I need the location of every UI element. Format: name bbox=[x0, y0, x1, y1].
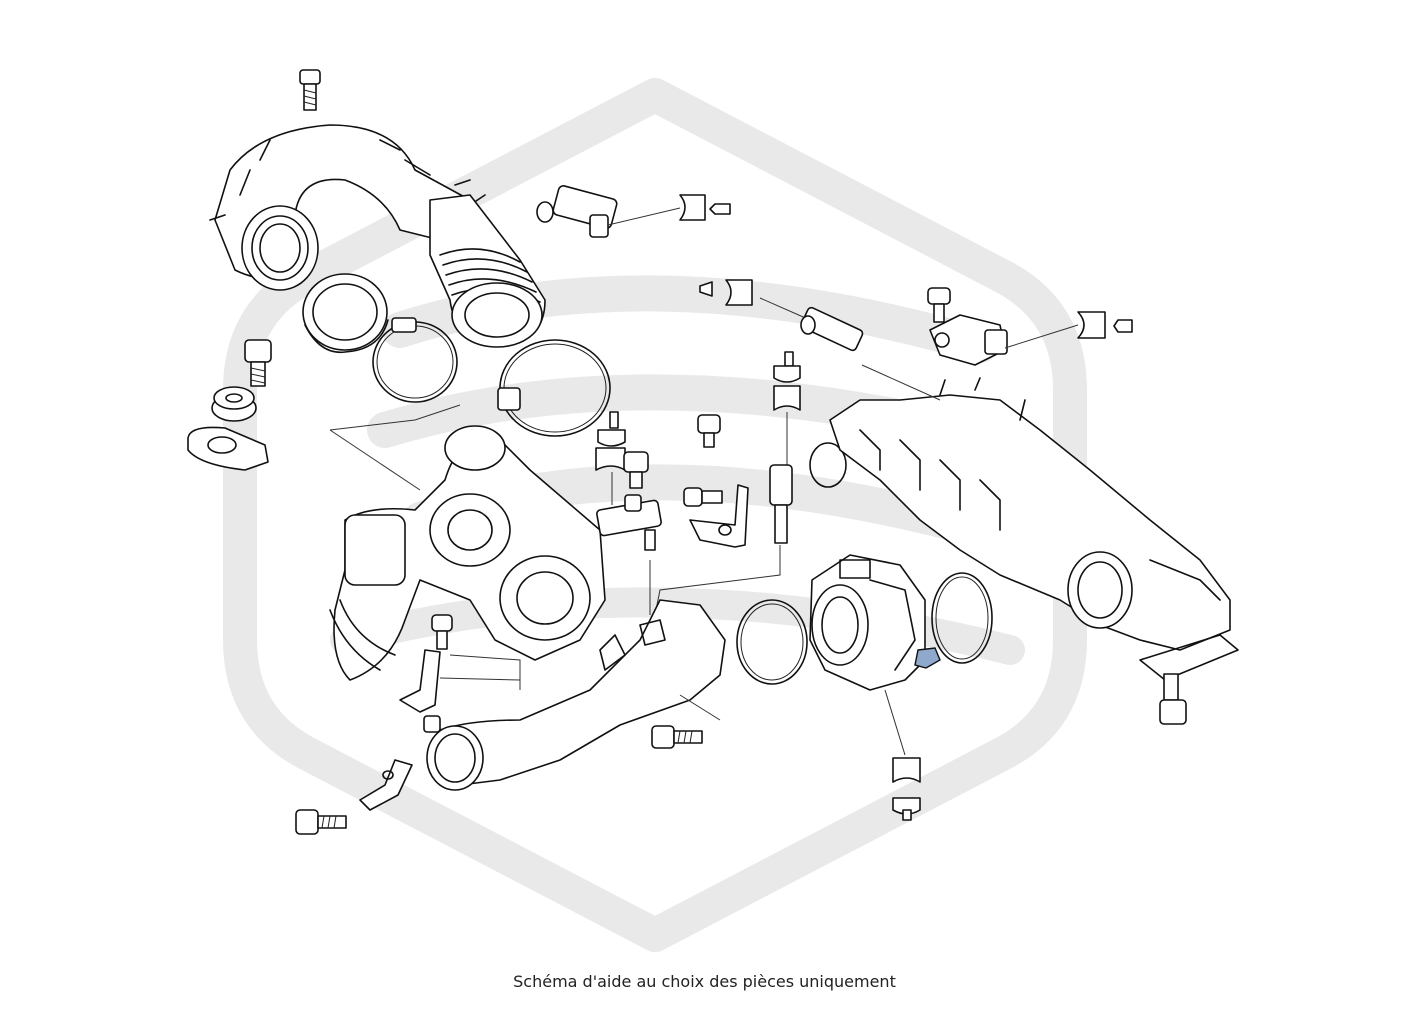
hose-clamp-left[interactable] bbox=[372, 317, 458, 403]
rubber-sleeve[interactable] bbox=[302, 273, 389, 354]
highlighted-clip[interactable] bbox=[914, 647, 941, 669]
map-sensor-right[interactable] bbox=[929, 314, 1008, 366]
small-bolt-mid[interactable] bbox=[623, 451, 649, 489]
throttle-body[interactable] bbox=[809, 554, 926, 691]
bolt-bottom-mid[interactable] bbox=[651, 725, 703, 749]
bolt-bottom-right[interactable] bbox=[1159, 673, 1187, 725]
diagram-caption: Schéma d'aide au choix des pièces unique… bbox=[513, 972, 896, 991]
bracket-z[interactable] bbox=[359, 759, 413, 811]
manifold-gasket[interactable] bbox=[1139, 634, 1239, 681]
intake-manifold[interactable] bbox=[829, 377, 1231, 651]
rubber-grommet[interactable] bbox=[211, 386, 257, 422]
intake-pipe-lower[interactable] bbox=[426, 599, 726, 791]
pressure-sensor-top[interactable] bbox=[536, 185, 618, 238]
temperature-sensor[interactable] bbox=[769, 464, 793, 544]
connector-plug-top bbox=[679, 194, 731, 221]
left-bolt[interactable] bbox=[244, 339, 272, 387]
gasket-small[interactable] bbox=[809, 442, 847, 488]
connector-plug-right bbox=[773, 351, 801, 411]
turbocharger[interactable] bbox=[329, 425, 606, 681]
manifold-sensor[interactable] bbox=[800, 306, 864, 352]
gasket-left[interactable] bbox=[736, 599, 808, 685]
bolt-lower-left[interactable] bbox=[431, 614, 453, 650]
air-intake-pipe[interactable] bbox=[209, 124, 486, 291]
corrugated-hose[interactable] bbox=[429, 194, 546, 348]
pressure-sensor-mid[interactable] bbox=[596, 494, 662, 551]
nut-lower[interactable] bbox=[423, 715, 441, 733]
top-bolt[interactable] bbox=[299, 69, 321, 111]
bolt-horizontal-mid[interactable] bbox=[683, 487, 723, 507]
bolt-bottom-left[interactable] bbox=[295, 809, 347, 835]
hose-clamp-right[interactable] bbox=[497, 339, 611, 437]
small-bolt-mid2[interactable] bbox=[697, 414, 721, 448]
connector-plug-bottom bbox=[892, 757, 921, 821]
bracket-mid[interactable] bbox=[689, 484, 749, 548]
connector-plug-mid bbox=[595, 411, 626, 471]
bolt-top-right[interactable] bbox=[927, 287, 951, 323]
gasket-right[interactable] bbox=[931, 572, 993, 664]
connector-plug-tr bbox=[699, 279, 753, 306]
bracket-lower-left[interactable] bbox=[399, 649, 441, 713]
mounting-bracket-left[interactable] bbox=[187, 426, 269, 471]
connector-plug-far-right bbox=[1077, 311, 1133, 339]
